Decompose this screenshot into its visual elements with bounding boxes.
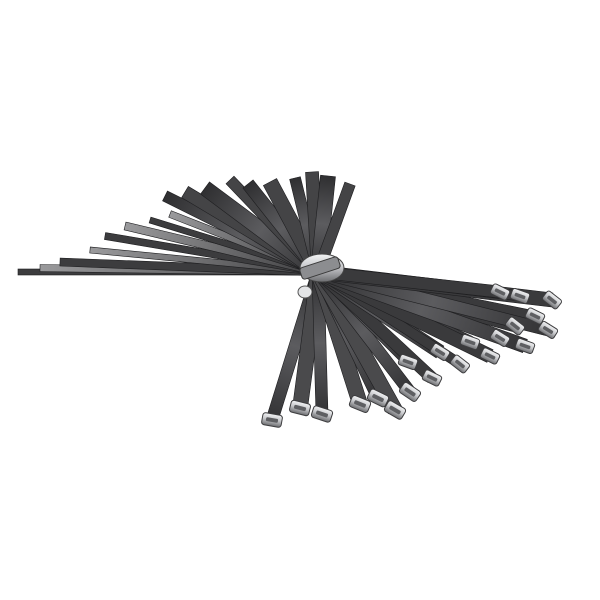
strap-group-back bbox=[17, 171, 356, 279]
buckle bbox=[489, 329, 511, 347]
buckle bbox=[289, 399, 311, 417]
buckle bbox=[505, 316, 525, 336]
buckle bbox=[479, 347, 501, 365]
buckle bbox=[537, 321, 559, 339]
buckle bbox=[524, 307, 546, 325]
buckle bbox=[542, 290, 562, 310]
buckle bbox=[366, 388, 390, 408]
buckle bbox=[397, 353, 419, 371]
bundle-clamp bbox=[297, 253, 345, 299]
buckle bbox=[450, 354, 470, 374]
buckle bbox=[383, 400, 407, 420]
buckle bbox=[429, 343, 451, 361]
buckle bbox=[348, 395, 372, 413]
buckle bbox=[509, 287, 531, 305]
buckle bbox=[421, 369, 443, 387]
buckle bbox=[261, 412, 283, 428]
strap-group-front bbox=[265, 264, 554, 423]
buckle bbox=[514, 337, 536, 355]
buckle bbox=[398, 382, 422, 402]
buckle-group bbox=[261, 283, 562, 428]
buckle bbox=[310, 405, 334, 423]
buckle bbox=[489, 283, 511, 301]
buckle bbox=[459, 333, 481, 351]
